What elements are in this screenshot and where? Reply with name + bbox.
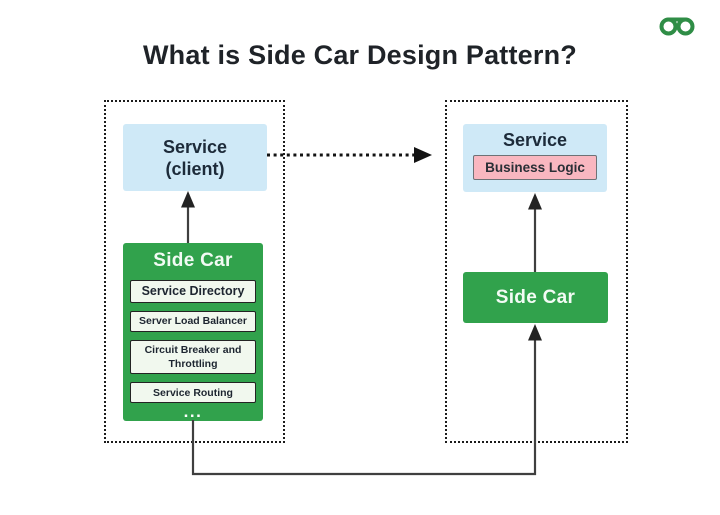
sidecar-box-left: Side Car Service Directory Server Load B… (123, 243, 263, 421)
service-client-label-line1: Service (162, 136, 228, 157)
sidecar-ellipsis: ... (183, 402, 203, 422)
service-client-box: Service (client) (123, 124, 267, 191)
geeksforgeeks-logo-glyph (659, 17, 695, 36)
sidecar-box-right: Side Car (463, 272, 608, 323)
sidecar-item-service-routing: Service Routing (130, 382, 256, 404)
service-box: Service Business Logic (463, 124, 607, 192)
page-title: What is Side Car Design Pattern? (143, 40, 577, 70)
service-client-label-line2: (client) (165, 158, 225, 179)
sidecar-left-title: Side Car (153, 250, 233, 271)
sidecar-item-server-load-balancer: Server Load Balancer (130, 311, 256, 332)
business-logic-box: Business Logic (473, 155, 597, 180)
arrow-client-to-service-dotted (267, 147, 432, 163)
service-label: Service (502, 130, 568, 150)
sidecar-item-circuit-breaker-throttling: Circuit Breaker and Throttling (130, 340, 256, 375)
service-group-boundary (445, 100, 628, 443)
sidecar-right-title: Side Car (495, 286, 576, 308)
geeksforgeeks-logo-icon (657, 10, 697, 38)
sidecar-item-service-directory: Service Directory (130, 280, 256, 303)
